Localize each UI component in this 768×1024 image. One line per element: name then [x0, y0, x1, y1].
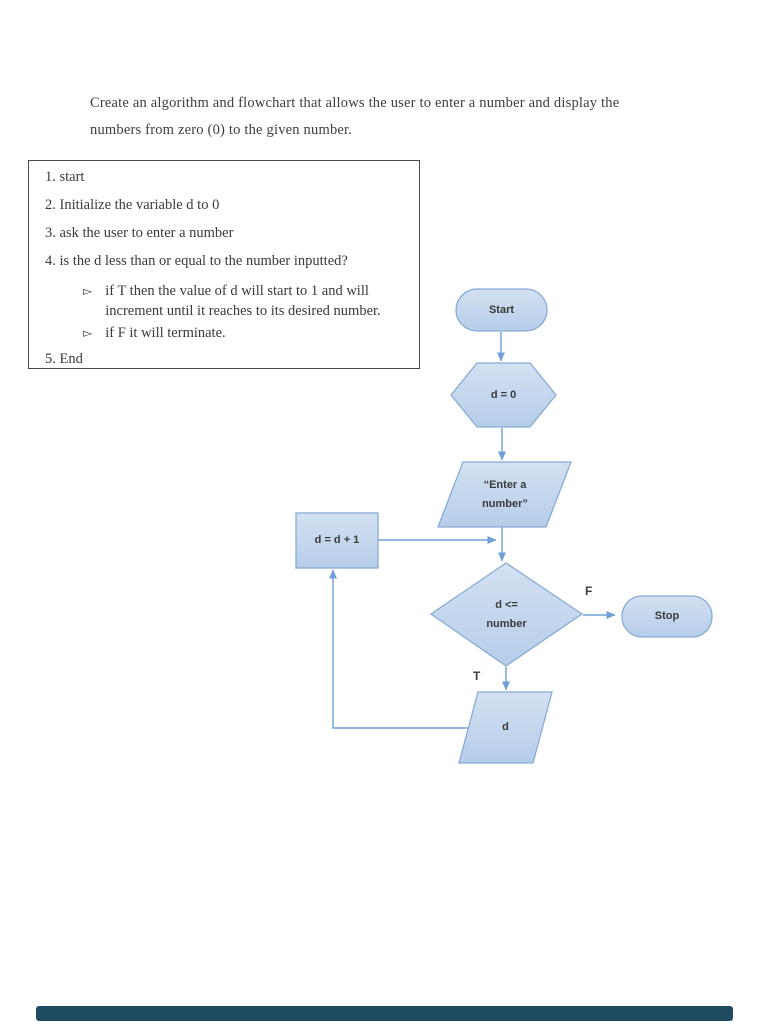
intro-paragraph: Create an algorithm and flowchart that a…: [90, 90, 619, 144]
algorithm-box: 1. start 2. Initialize the variable d to…: [28, 160, 420, 369]
bullet-text: if T then the value of d will start to 1…: [105, 283, 381, 319]
arrow-bullet-icon: ▻: [83, 284, 93, 298]
algorithm-step-4: 4. is the d less than or equal to the nu…: [45, 253, 348, 269]
increment-label: d = d + 1: [314, 534, 360, 546]
start-terminator-shape: [455, 288, 548, 332]
algorithm-step-1: 1. start: [45, 169, 85, 185]
bullet-item-true-case: ▻ if T then the value of d will start to…: [83, 281, 409, 321]
decision-label-line-2: number: [486, 617, 527, 630]
algorithm-step-5: 5. End: [45, 351, 83, 367]
algorithm-sub-bullets: ▻ if T then the value of d will start to…: [83, 281, 409, 343]
algorithm-step-2: 2. Initialize the variable d to 0: [45, 197, 220, 213]
stop-label: Stop: [654, 610, 680, 622]
intro-line-1: Create an algorithm and flowchart that a…: [90, 95, 620, 111]
start-label: Start: [488, 303, 515, 316]
output-parallelogram-shape: [458, 691, 553, 764]
decision-label: d <= number: [431, 563, 582, 666]
branch-true-label: T: [473, 669, 481, 683]
bottom-page-scrubber-bar[interactable]: [36, 1006, 733, 1021]
input-parallelogram-shape: [437, 461, 572, 528]
input-label-line-2: number”: [482, 497, 528, 510]
decision-diamond-shape: [429, 562, 584, 667]
branch-false-label: F: [585, 584, 593, 598]
init-preparation-hexagon-shape: [450, 362, 557, 428]
input-label: “Enter a number”: [441, 462, 569, 527]
connector-output-loop-to-increment: [329, 569, 468, 729]
algorithm-step-3: 3. ask the user to enter a number: [45, 225, 234, 241]
init-label: d = 0: [490, 388, 517, 401]
decision-label-line-1: d <=: [495, 598, 518, 611]
bullet-text: if F it will terminate.: [105, 325, 226, 341]
output-label: d: [502, 721, 509, 733]
stop-terminator-shape: [621, 595, 713, 638]
input-label-line-1: “Enter a: [483, 478, 527, 491]
arrow-bullet-icon: ▻: [83, 326, 93, 340]
intro-line-2: numbers from zero (0) to the given numbe…: [90, 122, 353, 138]
bullet-item-false-case: ▻ if F it will terminate.: [83, 323, 409, 343]
increment-process-rectangle-shape: [295, 512, 379, 569]
